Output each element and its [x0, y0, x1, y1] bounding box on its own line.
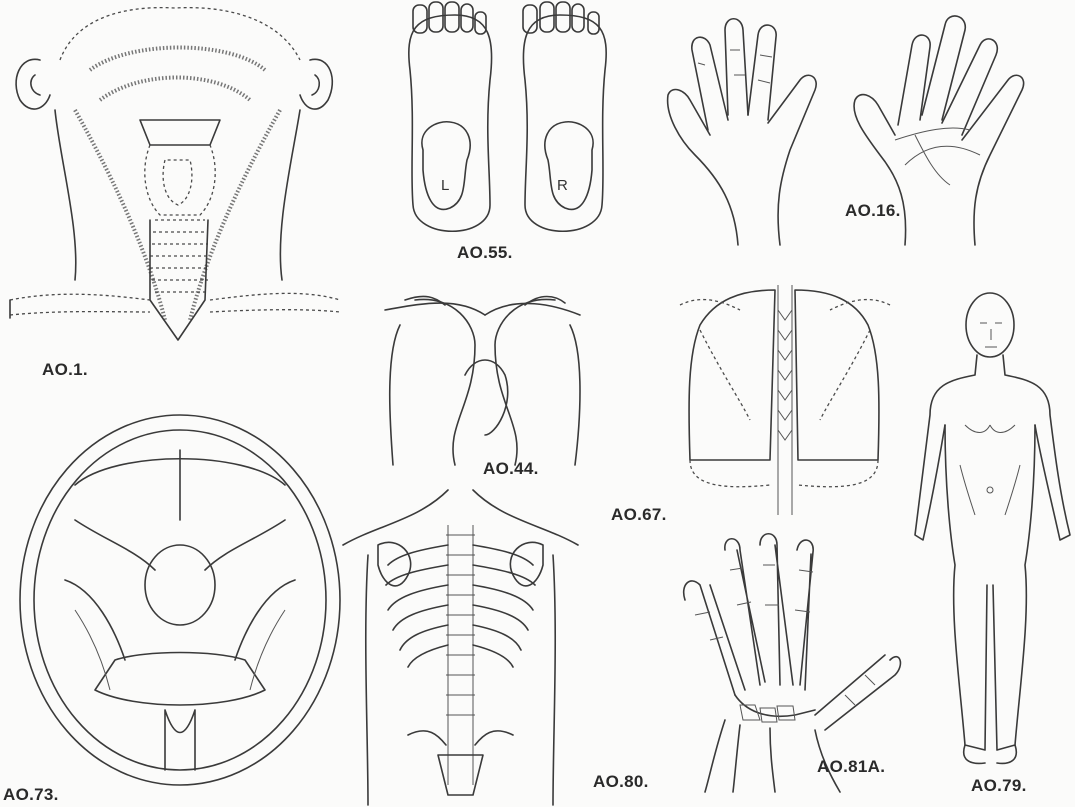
back-spine-ribs-diagram [338, 485, 583, 807]
figure-label-ao81a: AO.81A. [817, 757, 885, 777]
figure-label-ao79: AO.79. [971, 776, 1027, 796]
figure-label-ao80: AO.80. [593, 772, 649, 792]
hand-skeleton-diagram [665, 530, 905, 795]
figure-label-ao55: AO.55. [457, 243, 513, 263]
figure-label-ao44: AO.44. [483, 459, 539, 479]
left-foot-letter: L [441, 177, 449, 194]
right-foot-letter: R [557, 177, 568, 194]
figure-label-ao16: AO.16. [845, 201, 901, 221]
figure-label-ao1: AO.1. [42, 360, 88, 380]
standing-body-diagram [905, 285, 1075, 780]
thorax-spine-diagram [660, 270, 895, 535]
feet-soles-diagram: L R [395, 0, 620, 250]
figure-label-ao73: AO.73. [3, 785, 59, 805]
skull-base-diagram [15, 410, 345, 790]
lungs-diagram [375, 285, 595, 475]
figure-label-ao67: AO.67. [611, 505, 667, 525]
neck-diagram [0, 0, 370, 330]
